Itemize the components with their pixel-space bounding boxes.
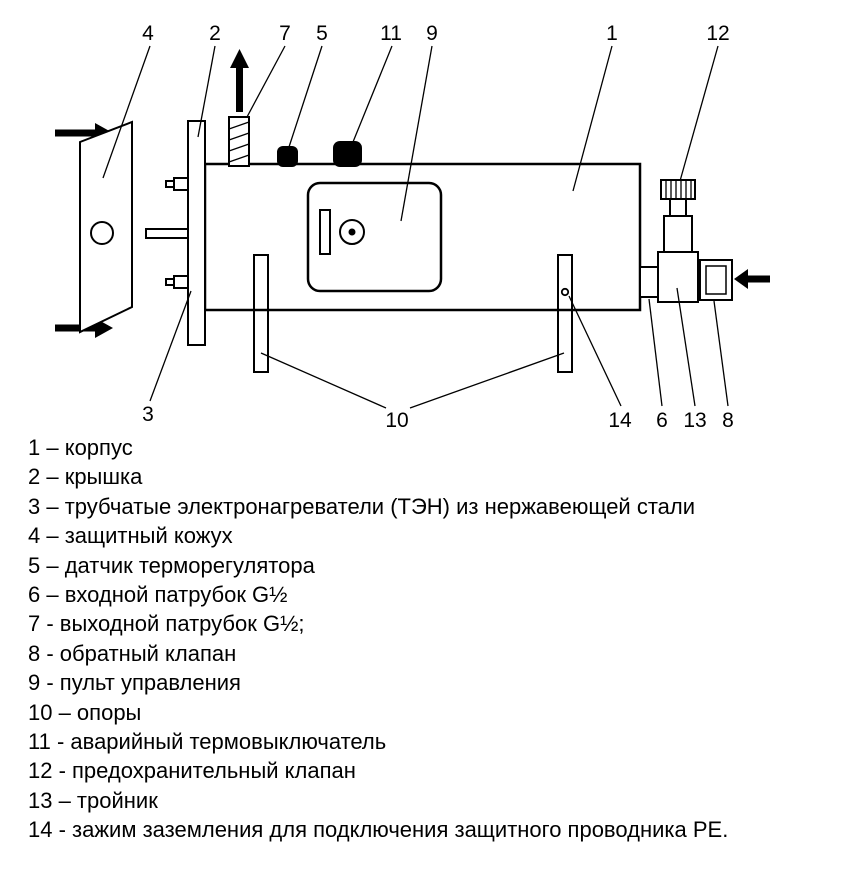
stud-bottom: [173, 275, 189, 289]
leader-12: [679, 45, 719, 182]
legend-item: 12 - предохранительный клапан: [28, 758, 356, 784]
legend-item: 14 - зажим заземления для подключения за…: [28, 817, 729, 843]
flow-out-arrow: [230, 49, 249, 112]
leader-11: [352, 45, 393, 143]
leader-3: [149, 290, 192, 402]
inlet-stub: [639, 266, 659, 298]
support-left: [253, 254, 269, 373]
callout-1: 1: [606, 22, 618, 45]
callout-7: 7: [279, 22, 291, 45]
callout-4: 4: [142, 22, 154, 45]
callout-5: 5: [316, 22, 328, 45]
callout-13: 13: [683, 409, 706, 430]
stud-bottom-cap: [165, 278, 175, 286]
leader-7: [246, 45, 286, 118]
leader-9: [400, 45, 433, 222]
legend-item: 1 – корпус: [28, 435, 133, 460]
leader-14: [568, 295, 622, 407]
cover-flange: [187, 120, 206, 346]
callout-12: 12: [706, 22, 729, 45]
leader-4: [102, 45, 151, 179]
callout-3: 3: [142, 403, 154, 426]
valve-body: [663, 215, 693, 253]
valve-neck: [669, 198, 687, 217]
callout-numbers: 4 2 7 5 11 9 1 12 3 10 14 6 13 8: [142, 22, 734, 432]
leader-13: [676, 287, 696, 407]
supports: [253, 254, 573, 373]
outlet-pipe-body: [228, 116, 250, 167]
stud-top-cap: [165, 180, 175, 188]
teh-rod: [145, 228, 189, 239]
cover-hole: [90, 221, 114, 245]
support-right: [557, 254, 573, 373]
legend-item: 3 – трубчатые электронагреватели (ТЭН) и…: [28, 493, 696, 519]
leader-lines: [102, 45, 729, 409]
leader-6: [648, 298, 663, 407]
protective-cover: [79, 120, 133, 334]
leader-8: [713, 300, 729, 407]
legend-item: 9 - пульт управления: [28, 670, 241, 696]
parts-legend: 1 – корпус 2 – крышка 3 – трубчатые элек…: [0, 430, 847, 845]
callout-9: 9: [426, 22, 438, 45]
control-panel: [306, 181, 443, 293]
heating-elements: [145, 177, 189, 289]
callout-8: 8: [722, 409, 734, 430]
leader-2: [197, 45, 216, 138]
legend-item: 5 – датчик терморегулятора: [28, 552, 315, 578]
valve-cap-knurl: [665, 180, 692, 199]
legend-item: 7 - выходной патрубок G½;: [28, 611, 305, 637]
callout-14: 14: [608, 409, 632, 430]
stud-top: [173, 177, 189, 191]
callout-11: 11: [380, 22, 402, 45]
ground-clamp: [560, 287, 570, 297]
legend-item: 11 - аварийный термовыключатель: [28, 729, 387, 755]
legend-item: 13 – тройник: [28, 787, 158, 813]
leader-10a: [260, 352, 387, 409]
callout-10: 10: [385, 409, 408, 430]
legend-item: 4 – защитный кожух: [28, 523, 233, 549]
flow-inlet-arrow: [734, 269, 770, 289]
callout-6: 6: [656, 409, 668, 430]
water-heater-figure: 4 2 7 5 11 9 1 12 3 10 14 6 13 8: [0, 0, 847, 432]
check-valve-inner: [705, 265, 727, 295]
control-knob-dot: [348, 228, 356, 236]
legend-item: 6 – входной патрубок G½: [28, 582, 288, 608]
leader-5: [288, 45, 323, 148]
control-panel-slot: [319, 209, 331, 255]
water-heater-diagram: 4 2 7 5 11 9 1 12 3 10 14 6 13 8: [55, 22, 770, 432]
legend-item: 10 – опоры: [28, 699, 142, 725]
leader-1: [572, 45, 613, 192]
thermostat-sensor: [277, 146, 298, 167]
check-valve: [699, 259, 733, 301]
callout-2: 2: [209, 22, 221, 45]
safety-valve: [660, 179, 696, 253]
thermal-cutout: [333, 141, 362, 167]
leader-10b: [409, 352, 565, 409]
legend-item: 2 – крышка: [28, 464, 143, 490]
legend-item: 8 - обратный клапан: [28, 640, 237, 666]
outlet-pipe-hatch: [228, 121, 250, 163]
outlet-pipe: [228, 116, 250, 167]
control-panel-face: [306, 181, 443, 293]
